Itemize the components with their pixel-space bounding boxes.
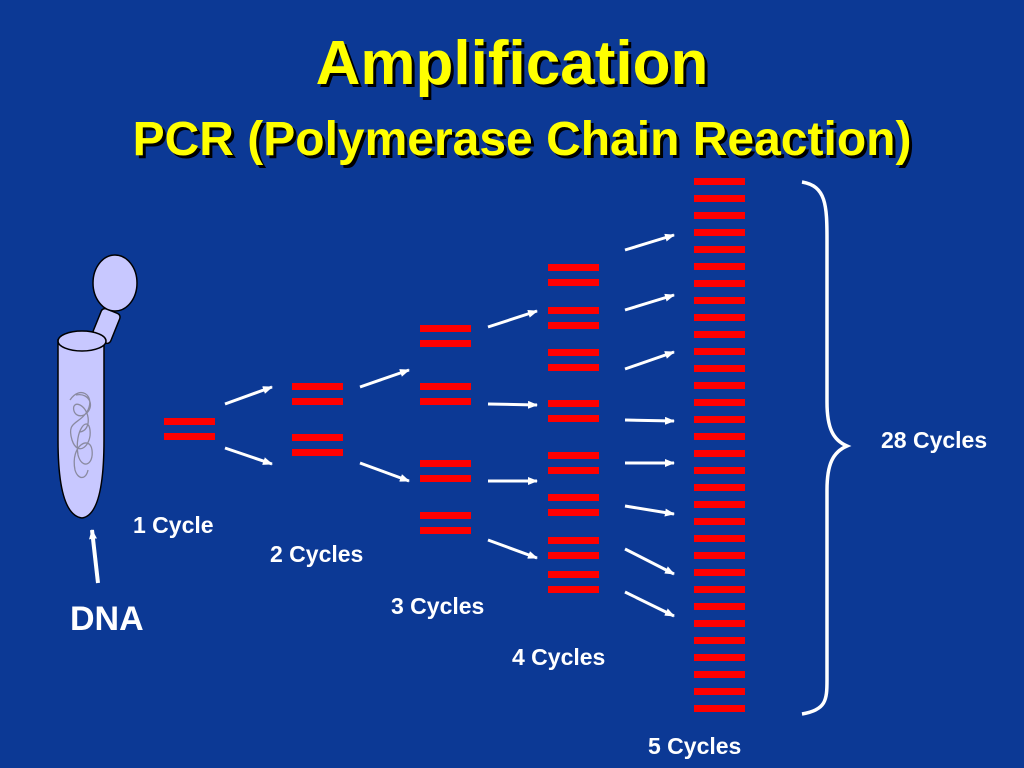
cycle-arrow-16 bbox=[624, 590, 675, 618]
dna-strand-c4-p6-bottom bbox=[548, 509, 599, 516]
dna-strand-c3-p2-top bbox=[420, 383, 471, 390]
strand-columns bbox=[164, 178, 745, 712]
dna-strand-c4-p7-top bbox=[548, 537, 599, 544]
dna-strand-c5-15 bbox=[694, 416, 745, 423]
cycle-arrow-5 bbox=[487, 309, 538, 329]
page-subtitle: PCR (Polymerase Chain Reaction) bbox=[132, 113, 912, 166]
dna-strand-c5-19 bbox=[694, 484, 745, 491]
dna-strand-c5-16 bbox=[694, 433, 745, 440]
dna-label: DNA bbox=[70, 600, 144, 638]
dna-strand-c5-32 bbox=[694, 705, 745, 712]
dna-strand-c5-14 bbox=[694, 399, 745, 406]
cycle-arrow-2 bbox=[224, 446, 273, 466]
dna-strand-c5-22 bbox=[694, 535, 745, 542]
cycle-arrow-14 bbox=[624, 504, 675, 517]
dna-strand-c5-17 bbox=[694, 450, 745, 457]
cycle-arrow-4 bbox=[359, 461, 410, 483]
dna-strand-c5-28 bbox=[694, 637, 745, 644]
dna-strand-c4-p3-bottom bbox=[548, 364, 599, 371]
dna-strand-c4-p8-top bbox=[548, 571, 599, 578]
dna-strand-c5-7 bbox=[694, 280, 745, 287]
dna-strand-c5-25 bbox=[694, 586, 745, 593]
dna-strand-c5-24 bbox=[694, 569, 745, 576]
dna-strand-c4-p3-top bbox=[548, 349, 599, 356]
dna-pointer-arrow bbox=[89, 529, 100, 584]
dna-strand-c3-p4-bottom bbox=[420, 527, 471, 534]
dna-strand-c5-4 bbox=[694, 229, 745, 236]
dna-strand-c5-3 bbox=[694, 212, 745, 219]
cycle-label-4: 4 Cycles bbox=[512, 644, 606, 670]
dna-strand-c5-31 bbox=[694, 688, 745, 695]
dna-strand-c3-p4-top bbox=[420, 512, 471, 519]
cycle-arrow-3 bbox=[359, 368, 410, 389]
dna-strand-c4-p6-top bbox=[548, 494, 599, 501]
cycle-label-3: 3 Cycles bbox=[391, 593, 485, 619]
dna-strand-c5-26 bbox=[694, 603, 745, 610]
dna-strand-c2-p2-top bbox=[292, 434, 343, 441]
cycle-arrow-12 bbox=[624, 416, 675, 425]
test-tube-icon bbox=[57, 254, 138, 519]
dna-strand-c5-5 bbox=[694, 246, 745, 253]
dna-strand-c3-p1-top bbox=[420, 325, 471, 332]
dna-strand-c5-1 bbox=[694, 178, 745, 185]
dna-strand-c2-p2-bottom bbox=[292, 449, 343, 456]
dna-strand-c3-p3-bottom bbox=[420, 475, 471, 482]
dna-strand-c5-10 bbox=[694, 331, 745, 338]
dna-strand-c4-p4-top bbox=[548, 400, 599, 407]
dna-strand-c5-23 bbox=[694, 552, 745, 559]
dna-strand-c4-p1-bottom bbox=[548, 279, 599, 286]
cycle-label-5: 5 Cycles bbox=[648, 733, 742, 759]
dna-strand-c3-p2-bottom bbox=[420, 398, 471, 405]
cycle-label-2: 2 Cycles bbox=[270, 541, 364, 567]
cycle-arrows bbox=[224, 233, 675, 618]
dna-strand-c5-12 bbox=[694, 365, 745, 372]
dna-strand-c4-p2-bottom bbox=[548, 322, 599, 329]
cycle-arrow-9 bbox=[624, 233, 675, 252]
dna-strand-c5-30 bbox=[694, 671, 745, 678]
dna-strand-c2-p1-bottom bbox=[292, 398, 343, 405]
page-title: Amplification bbox=[315, 29, 709, 98]
dna-strand-c5-29 bbox=[694, 654, 745, 661]
dna-strand-c5-9 bbox=[694, 314, 745, 321]
dna-strand-c4-p1-top bbox=[548, 264, 599, 271]
dna-strand-c2-p1-top bbox=[292, 383, 343, 390]
cycle-arrow-10 bbox=[624, 293, 675, 312]
cycle-arrow-11 bbox=[624, 350, 675, 371]
dna-strand-c1-p1-bottom bbox=[164, 433, 215, 440]
dna-strand-c5-21 bbox=[694, 518, 745, 525]
dna-strand-c5-6 bbox=[694, 263, 745, 270]
dna-strand-c5-11 bbox=[694, 348, 745, 355]
cycle-arrow-8 bbox=[487, 538, 538, 560]
dna-strand-c5-8 bbox=[694, 297, 745, 304]
dna-strand-c1-p1-top bbox=[164, 418, 215, 425]
dna-strand-c3-p3-top bbox=[420, 460, 471, 467]
dna-strand-c4-p7-bottom bbox=[548, 552, 599, 559]
dna-strand-c5-13 bbox=[694, 382, 745, 389]
cycle-arrow-1 bbox=[224, 385, 273, 406]
dna-strand-c3-p1-bottom bbox=[420, 340, 471, 347]
curly-brace bbox=[801, 180, 852, 716]
dna-strand-c5-27 bbox=[694, 620, 745, 627]
dna-strand-c5-18 bbox=[694, 467, 745, 474]
dna-strand-c4-p5-top bbox=[548, 452, 599, 459]
final-cycle-label: 28 Cycles bbox=[881, 427, 988, 453]
dna-tangle-icon bbox=[69, 391, 93, 479]
dna-strand-c4-p2-top bbox=[548, 307, 599, 314]
dna-strand-c5-2 bbox=[694, 195, 745, 202]
cycle-arrow-6 bbox=[487, 400, 538, 409]
dna-strand-c5-20 bbox=[694, 501, 745, 508]
dna-strand-c4-p5-bottom bbox=[548, 467, 599, 474]
cycle-arrow-15 bbox=[624, 547, 675, 576]
dna-strand-c4-p8-bottom bbox=[548, 586, 599, 593]
dna-strand-c4-p4-bottom bbox=[548, 415, 599, 422]
cycle-label-1: 1 Cycle bbox=[133, 512, 214, 538]
